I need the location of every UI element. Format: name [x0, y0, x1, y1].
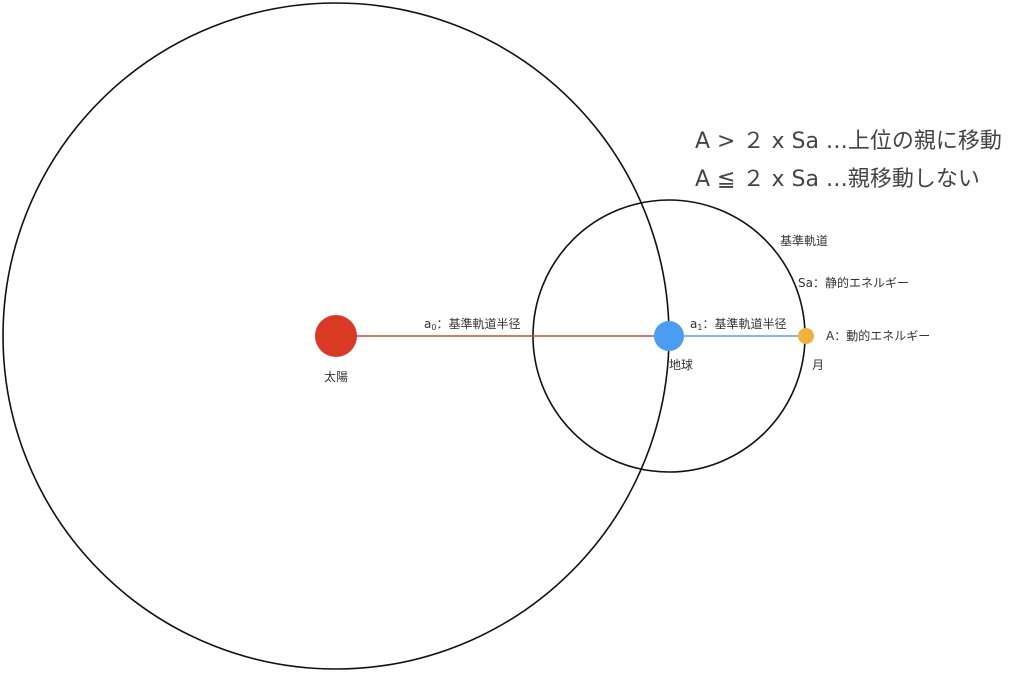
a1-subscript: 1 [697, 323, 702, 332]
rule-no-parent-move: A ≦ ２ x Sa …親移動しない [695, 167, 980, 192]
a0-subscript: 0 [431, 323, 436, 332]
a0-symbol: a [424, 317, 431, 331]
rule-move-to-parent: A > ２ x Sa …上位の親に移動 [695, 129, 1002, 154]
earth-body [654, 321, 684, 351]
static-energy-label: Sa：静的エネルギー [798, 275, 909, 290]
moon-label: 月 [812, 358, 824, 372]
sun-label: 太陽 [324, 369, 348, 384]
earth-label: 地球 [669, 358, 693, 372]
reference-orbit-label: 基準軌道 [780, 233, 828, 248]
a1-radius-label: a1：基準軌道半径 [690, 316, 786, 332]
a0-text: ：基準軌道半径 [436, 316, 520, 331]
sun-body [315, 315, 357, 357]
dynamic-energy-label: A：動的エネルギー [826, 328, 930, 343]
a1-symbol: a [690, 317, 697, 331]
a0-radius-label: a0：基準軌道半径 [424, 316, 520, 332]
a1-text: ：基準軌道半径 [702, 316, 786, 331]
moon-body [798, 328, 814, 344]
